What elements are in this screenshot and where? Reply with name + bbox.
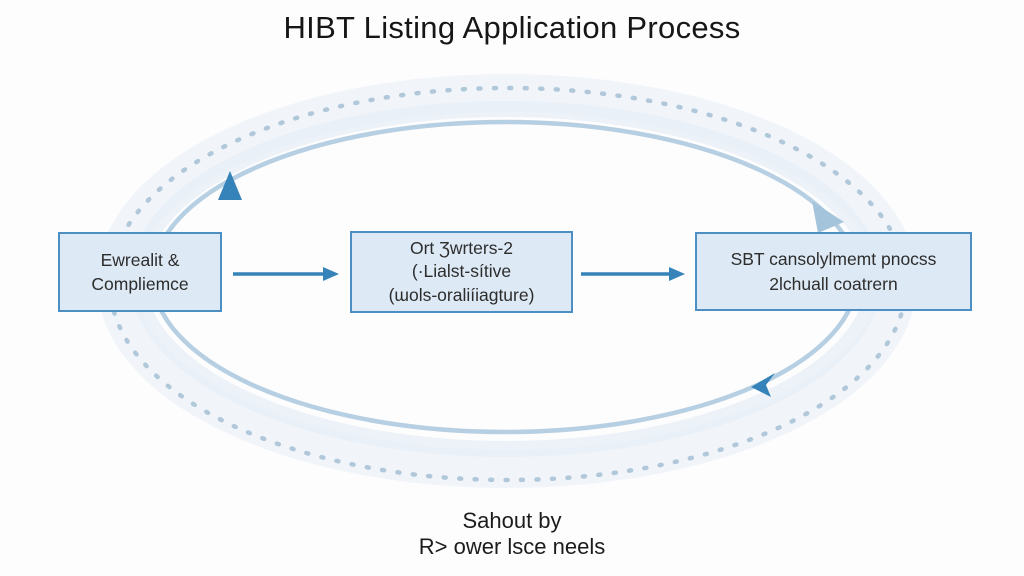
process-node-left: Ewrealit & Compliemce <box>58 232 222 312</box>
node-text-line: 2lchuall coatrern <box>769 273 898 294</box>
node-text-line: Ewrealit & <box>100 249 180 270</box>
node-text-line: Ort Ʒwrters-2 <box>409 238 514 259</box>
connector-arrowhead-icon <box>669 267 685 281</box>
diagram-title: HIBT Listing Application Process <box>283 10 741 45</box>
connector-left-to-middle <box>233 267 339 281</box>
caption-line-1: Sahout by <box>462 508 562 533</box>
node-text-line: SBT cansolylmemt pnocss <box>730 249 937 270</box>
process-node-middle: Ort Ʒwrters-2 (·Lialst-sítive (ɯols-oral… <box>350 231 573 313</box>
connector-middle-to-right <box>581 267 685 281</box>
cycle-arrowhead-bottom-icon <box>751 373 775 397</box>
node-text-line: (·Lialst-sítive <box>411 261 512 282</box>
process-node-right: SBT cansolylmemt pnocss 2lchuall coatrer… <box>695 232 972 311</box>
node-text-line: (ɯols-oraliíiagture) <box>388 284 535 305</box>
cycle-arrowhead-right-icon <box>812 201 844 233</box>
cycle-arrowhead-top-left-icon <box>218 171 242 200</box>
connector-arrowhead-icon <box>323 267 339 281</box>
node-text-line: Compliemce <box>91 274 189 294</box>
caption-line-2: R> ower lsce neels <box>418 534 606 559</box>
bottom-caption: Sahout by R> ower lsce neels <box>302 508 722 560</box>
